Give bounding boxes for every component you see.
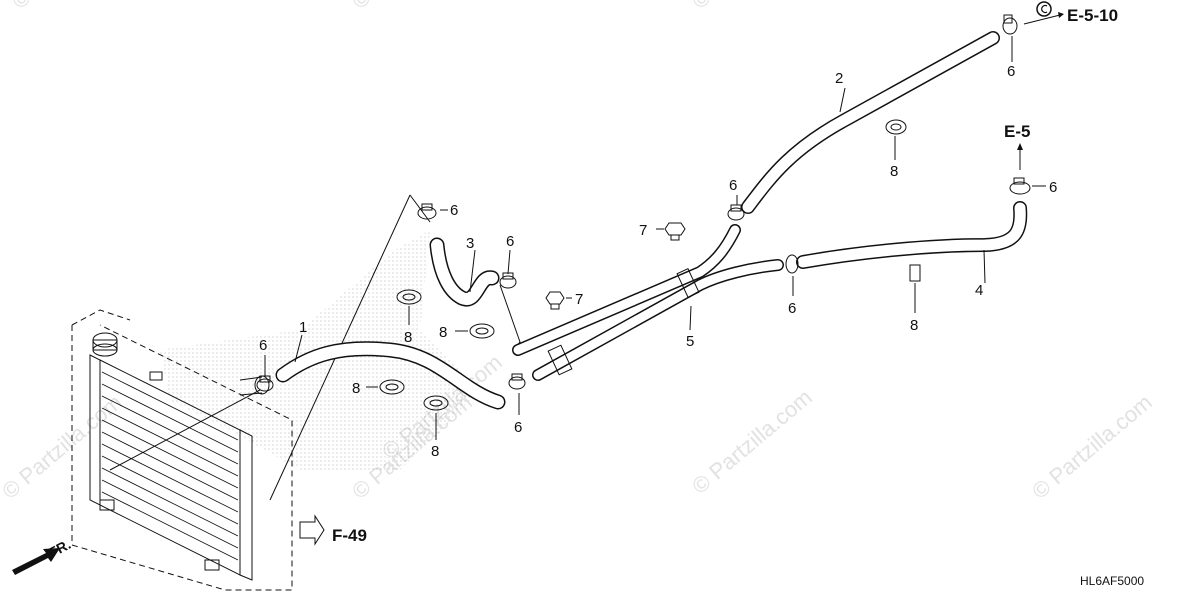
callout-2: 2 xyxy=(835,70,843,87)
callout-8: 8 xyxy=(404,329,412,346)
copyright-symbol-icon xyxy=(1036,1,1052,17)
clamp-icon xyxy=(508,373,526,390)
diagram-code: HL6AF5000 xyxy=(1080,574,1144,588)
hose-2 xyxy=(741,31,1000,214)
callout-6: 6 xyxy=(1049,179,1057,196)
callout-6: 6 xyxy=(259,337,267,354)
callout-6: 6 xyxy=(506,233,514,250)
callout-8: 8 xyxy=(431,443,439,460)
bolt-icon xyxy=(664,222,686,241)
watermark: © Partzilla.com xyxy=(1027,389,1157,503)
spring-clips xyxy=(379,119,921,411)
callout-6: 6 xyxy=(788,300,796,317)
callout-8: 8 xyxy=(439,324,447,341)
bolt-icon xyxy=(545,291,565,310)
radiator-assembly xyxy=(71,309,293,591)
callout-1: 1 xyxy=(299,319,307,336)
callout-8: 8 xyxy=(890,163,898,180)
watermark: © Partzilla.com xyxy=(687,0,817,14)
callout-7: 7 xyxy=(575,291,583,308)
reference-labels: E-5-10 E-5 F-49 FR. xyxy=(46,6,1118,561)
hose-4 xyxy=(796,201,1028,269)
callout-6: 6 xyxy=(729,177,737,194)
ref-f-49[interactable]: F-49 xyxy=(332,526,367,545)
clamp-icon xyxy=(785,254,799,274)
front-arrow-icon xyxy=(12,548,60,575)
callout-8: 8 xyxy=(352,380,360,397)
watermark: © Partzilla.com xyxy=(7,0,137,14)
clip-icon xyxy=(469,323,495,339)
clip-icon xyxy=(909,264,921,282)
clamp-icon xyxy=(417,203,437,220)
callout-3: 3 xyxy=(466,235,474,252)
callout-4: 4 xyxy=(975,282,983,299)
clip-icon xyxy=(396,289,422,305)
ref-e-5-10[interactable]: E-5-10 xyxy=(1067,6,1118,25)
clip-icon xyxy=(423,395,449,411)
callout-6: 6 xyxy=(514,419,522,436)
clamp-icon xyxy=(499,272,517,289)
radiator-fins xyxy=(101,371,239,561)
reference-arrows xyxy=(12,1,1064,575)
arrow-right-icon xyxy=(299,514,325,546)
callout-6: 6 xyxy=(1007,63,1015,80)
hose-3 xyxy=(429,237,500,307)
callout-8: 8 xyxy=(910,317,918,334)
watermark: © Partzilla.com xyxy=(347,0,477,14)
hose-clamps xyxy=(256,14,1031,392)
callout-6: 6 xyxy=(450,202,458,219)
clamp-icon xyxy=(1002,14,1018,35)
clip-icon xyxy=(885,119,907,135)
clip-icon xyxy=(379,379,405,395)
pipe-5 xyxy=(512,224,784,381)
leader-lines xyxy=(264,36,1046,440)
hose-1 xyxy=(275,341,506,410)
bolts xyxy=(545,222,686,310)
ref-e-5[interactable]: E-5 xyxy=(1004,122,1030,141)
callout-7: 7 xyxy=(639,222,647,239)
clamp-icon xyxy=(727,204,745,221)
clamp-icon xyxy=(1009,177,1031,195)
callout-5: 5 xyxy=(686,333,694,350)
callouts: 1 2 3 4 5 6 6 6 6 6 6 6 6 7 7 8 8 8 8 8 … xyxy=(259,63,1057,460)
watermark: © Partzilla.com xyxy=(687,384,817,498)
